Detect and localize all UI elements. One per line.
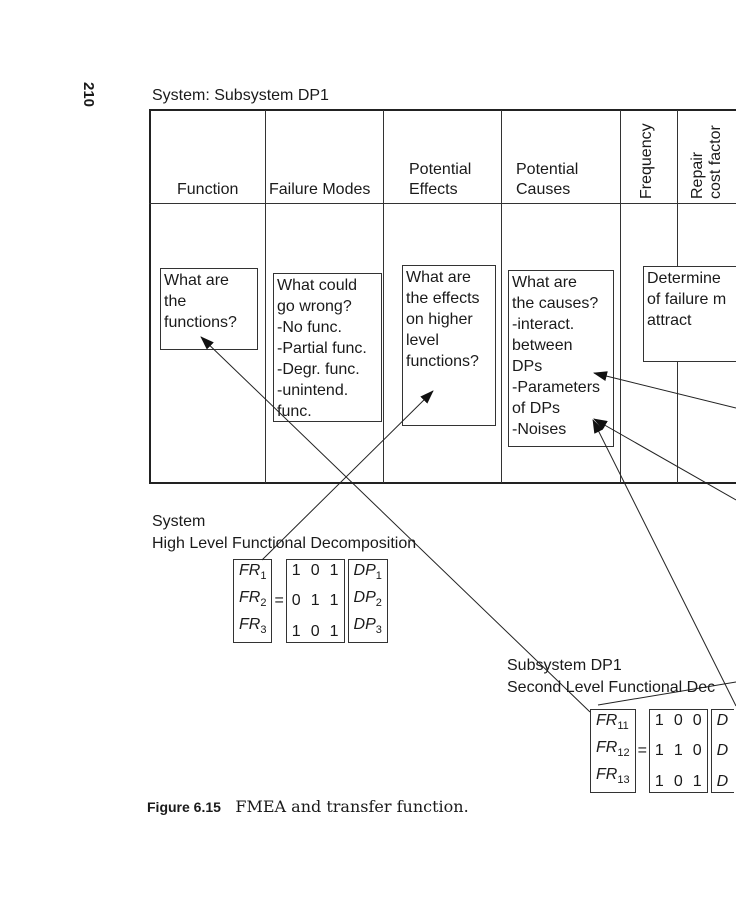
system-decomposition-label: High Level Functional Decomposition <box>152 535 417 552</box>
dp-element: D <box>716 712 729 729</box>
page-number: 210 <box>80 82 97 108</box>
header-cost-factor: cost factor <box>707 125 724 199</box>
causes-box: What are the causes? -interact. between … <box>508 270 614 447</box>
dp-element: DP3 <box>353 616 382 637</box>
header-repair: Repair <box>689 151 706 199</box>
determine-box: Determine of failure m attract <box>643 266 736 362</box>
dp-vector: D D D <box>710 709 734 793</box>
subsystem-decomposition-label: Second Level Functional Dec <box>507 679 716 696</box>
dp-element: DP1 <box>353 562 382 583</box>
figure-label: Figure 6.15 <box>147 799 221 815</box>
column-divider <box>501 110 502 483</box>
fr-element: FR11 <box>596 712 629 733</box>
system-label: System <box>152 513 206 530</box>
dp-vector: DP1 DP2 DP3 <box>347 559 389 643</box>
column-divider <box>620 110 621 483</box>
dp-element: D <box>716 742 729 760</box>
column-divider <box>383 110 384 483</box>
table-title: System: Subsystem DP1 <box>152 87 329 104</box>
header-potential-causes: Potential Causes <box>516 161 579 198</box>
fr-vector: FR1 FR2 FR3 <box>233 559 273 643</box>
dp-element: DP2 <box>353 589 382 610</box>
header-divider <box>149 203 736 204</box>
fr-element: FR1 <box>239 562 267 583</box>
header-failure-modes: Failure Modes <box>269 181 371 198</box>
fr-vector: FR11 FR12 FR13 <box>590 709 636 793</box>
header-potential-effects: Potential Effects <box>409 161 472 198</box>
fr-element: FR2 <box>239 589 267 610</box>
fr-element: FR12 <box>596 739 630 760</box>
fr-element: FR3 <box>239 616 267 637</box>
figure-caption-text: FMEA and transfer function. <box>235 797 469 816</box>
figure-caption: Figure 6.15 FMEA and transfer function. <box>147 797 469 817</box>
header-frequency: Frequency <box>638 123 655 199</box>
failure-modes-box: What could go wrong? -No func. -Partial … <box>273 273 382 422</box>
effects-box: What are the effects on higher level fun… <box>402 265 496 426</box>
functions-box: What are the functions? <box>160 268 258 350</box>
subsystem-label: Subsystem DP1 <box>507 657 622 674</box>
equals-sign: = <box>637 741 647 759</box>
fr-element: FR13 <box>596 766 630 787</box>
equals-sign: = <box>274 591 284 609</box>
column-divider <box>265 110 266 483</box>
dp-element: D <box>716 772 729 790</box>
header-function: Function <box>177 181 239 198</box>
